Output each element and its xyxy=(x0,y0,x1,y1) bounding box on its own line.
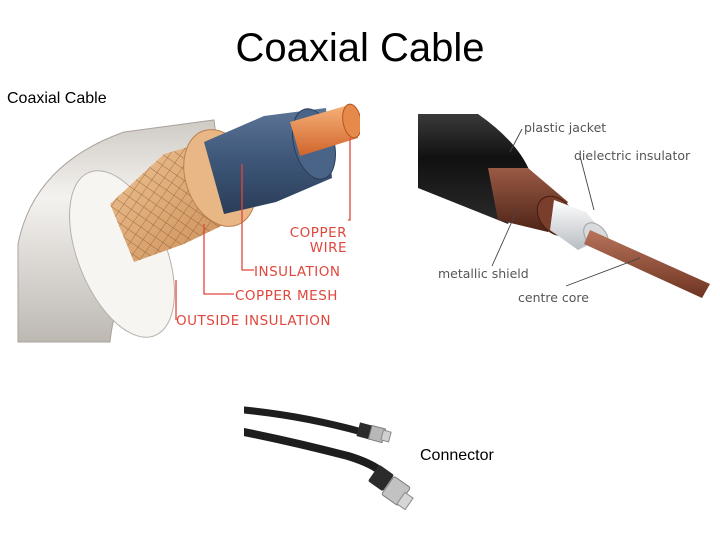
leader-lines xyxy=(175,138,351,320)
coax-cutaway-illustration: COPPER WIRE INSULATION COPPER MESH OUTSI… xyxy=(17,103,360,343)
label-dielectric-insulator: dielectric insulator xyxy=(574,148,691,163)
label-metallic-shield: metallic shield xyxy=(438,266,529,281)
connector-lower-shape xyxy=(368,465,414,511)
centre-core-shape xyxy=(584,230,710,298)
label-outside-insulation: OUTSIDE INSULATION xyxy=(176,313,331,329)
slide-title: Coaxial Cable xyxy=(235,26,485,70)
coax-layers-diagram: plastic jacket dielectric insulator meta… xyxy=(418,114,710,305)
cable-shape xyxy=(244,406,388,478)
label-copper-wire-1: COPPER xyxy=(290,225,347,241)
connector-upper-shape xyxy=(356,422,392,444)
label-centre-core: centre core xyxy=(518,290,589,305)
label-copper-mesh: COPPER MESH xyxy=(235,288,338,304)
label-copper-wire-2: WIRE xyxy=(310,240,347,256)
label-insulation: INSULATION xyxy=(254,264,341,280)
connector-illustration xyxy=(244,406,414,511)
label-plastic-jacket: plastic jacket xyxy=(524,120,606,135)
copper-core-shape xyxy=(290,103,360,156)
connector-caption: Connector xyxy=(420,447,494,464)
right-leader-lines xyxy=(491,128,641,287)
slide-subtitle: Coaxial Cable xyxy=(7,90,107,107)
